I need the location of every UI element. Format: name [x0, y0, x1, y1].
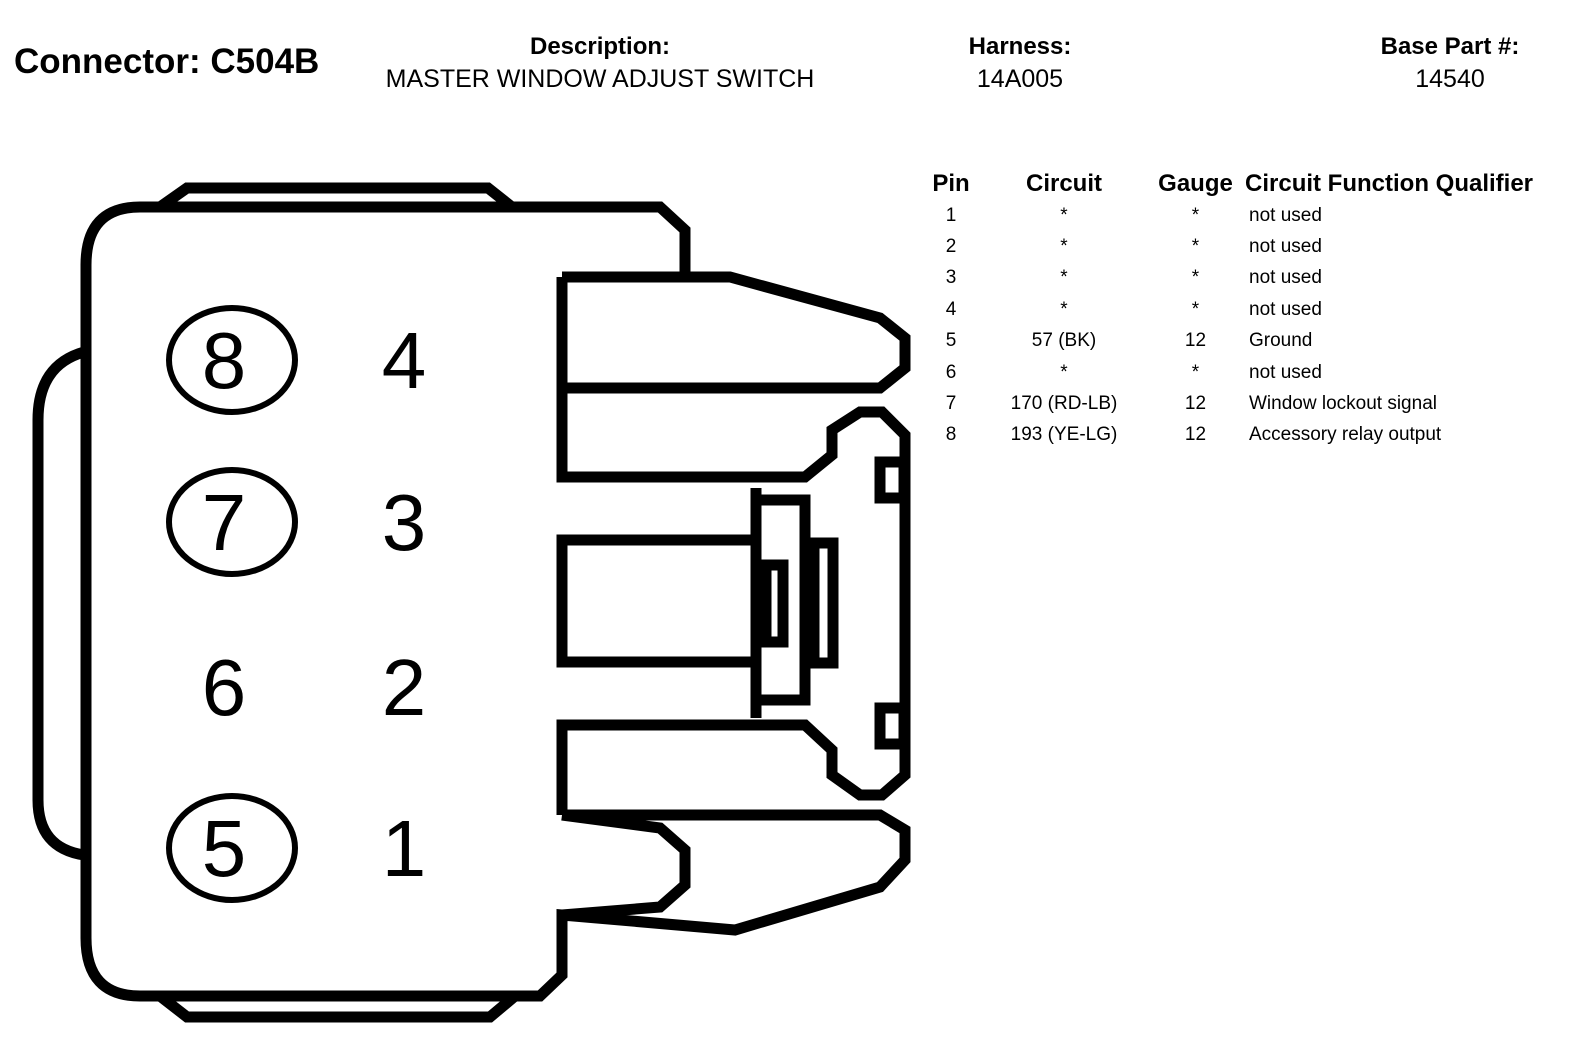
cell-pin: 1	[945, 204, 957, 226]
cell-circuit: *	[1060, 361, 1068, 383]
pin-table: Pin Circuit Gauge Circuit Function Quali…	[926, 168, 1533, 451]
harness-label: Harness:	[968, 33, 1072, 60]
table-row: 6 * * not used	[926, 357, 1533, 388]
cavity-number: 2	[382, 643, 427, 732]
table-row: 4 * * not used	[926, 294, 1533, 325]
table-row: 3 * * not used	[926, 263, 1533, 294]
cell-pin: 3	[945, 267, 957, 289]
cell-circuit: 170 (RD-LB)	[1010, 393, 1118, 415]
cell-function: not used	[1249, 361, 1322, 383]
cell-gauge: *	[1191, 298, 1200, 320]
col-header-pin: Pin	[932, 170, 970, 197]
cell-function: not used	[1249, 236, 1322, 258]
cell-gauge: *	[1191, 204, 1200, 226]
cavity-circle	[166, 305, 298, 415]
cell-circuit: 193 (YE-LG)	[1010, 424, 1118, 446]
bottom-latch-tab	[156, 991, 519, 1023]
cell-function: Accessory relay output	[1249, 424, 1442, 446]
cavity-number: 7	[202, 478, 247, 567]
cell-circuit: *	[1060, 267, 1068, 289]
cell-gauge: 12	[1184, 393, 1207, 415]
cavity-number: 3	[382, 478, 427, 567]
connector-title: Connector: C504B	[14, 42, 320, 81]
table-row: 5 57 (BK) 12 Ground	[926, 326, 1533, 357]
cell-gauge: 12	[1184, 330, 1207, 352]
col-header-function: Circuit Function Qualifier	[1245, 170, 1534, 197]
table-row: 2 * * not used	[926, 231, 1533, 262]
base-part-value: 14540	[1415, 65, 1485, 93]
upper-channel	[556, 277, 911, 815]
table-row: 7 170 (RD-LB) 12 Window lockout signal	[926, 388, 1533, 419]
cell-gauge: *	[1191, 267, 1200, 289]
cell-circuit: *	[1060, 298, 1068, 320]
cell-gauge: 12	[1184, 424, 1207, 446]
cell-pin: 4	[945, 298, 957, 320]
cavity-circle	[166, 467, 298, 577]
table-row: 8 193 (YE-LG) 12 Accessory relay output	[926, 420, 1533, 451]
harness-block: Harness: 14A005	[920, 32, 1120, 96]
cavity-number: 1	[382, 804, 427, 893]
cell-gauge: *	[1191, 361, 1200, 383]
cell-pin: 8	[945, 424, 957, 446]
cavity-number: 5	[202, 804, 247, 893]
latch-window-top	[874, 456, 910, 504]
cell-gauge: *	[1191, 236, 1200, 258]
cell-function: Ground	[1249, 330, 1313, 352]
cell-circuit: 57 (BK)	[1031, 330, 1097, 352]
lower-notch	[561, 809, 691, 921]
harness-value: 14A005	[976, 65, 1064, 93]
col-header-circuit: Circuit	[1025, 170, 1102, 197]
upper-latch-tab	[562, 271, 911, 394]
col-header-gauge: Gauge	[1158, 170, 1233, 197]
cavity-circle	[166, 793, 298, 903]
cell-circuit: *	[1060, 204, 1068, 226]
cell-pin: 7	[945, 393, 957, 415]
table-row: 1 * * not used	[926, 200, 1533, 231]
cell-function: not used	[1249, 267, 1322, 289]
key-inner	[760, 559, 789, 648]
pin-table-header: Pin Circuit Gauge Circuit Function Quali…	[926, 168, 1533, 200]
keyway	[750, 488, 811, 718]
center-slot	[556, 534, 762, 668]
cell-function: Window lockout signal	[1249, 393, 1437, 415]
cavity-number: 6	[202, 643, 247, 732]
cavity-number: 8	[202, 316, 247, 405]
base-part-block: Base Part #: 14540	[1350, 32, 1550, 96]
top-latch-tab	[156, 182, 516, 212]
cell-function: not used	[1249, 298, 1322, 320]
cell-circuit: *	[1060, 236, 1068, 258]
cell-function: not used	[1249, 204, 1322, 226]
cell-pin: 5	[945, 330, 957, 352]
housing-outline	[80, 201, 911, 1002]
key-outer	[808, 537, 839, 669]
connector-face-diagram: 8 4 7 3 6 2 5 1	[32, 182, 911, 1023]
cell-pin: 6	[945, 361, 957, 383]
description-value: MASTER WINDOW ADJUST SWITCH	[385, 65, 815, 93]
cavity-number: 4	[382, 316, 427, 405]
cell-pin: 2	[945, 236, 957, 258]
latch-window-bottom	[874, 702, 910, 750]
base-part-label: Base Part #:	[1380, 33, 1520, 60]
description-label: Description:	[529, 33, 670, 60]
left-side-latch	[32, 346, 86, 861]
description-block: Description: MASTER WINDOW ADJUST SWITCH	[340, 32, 860, 96]
